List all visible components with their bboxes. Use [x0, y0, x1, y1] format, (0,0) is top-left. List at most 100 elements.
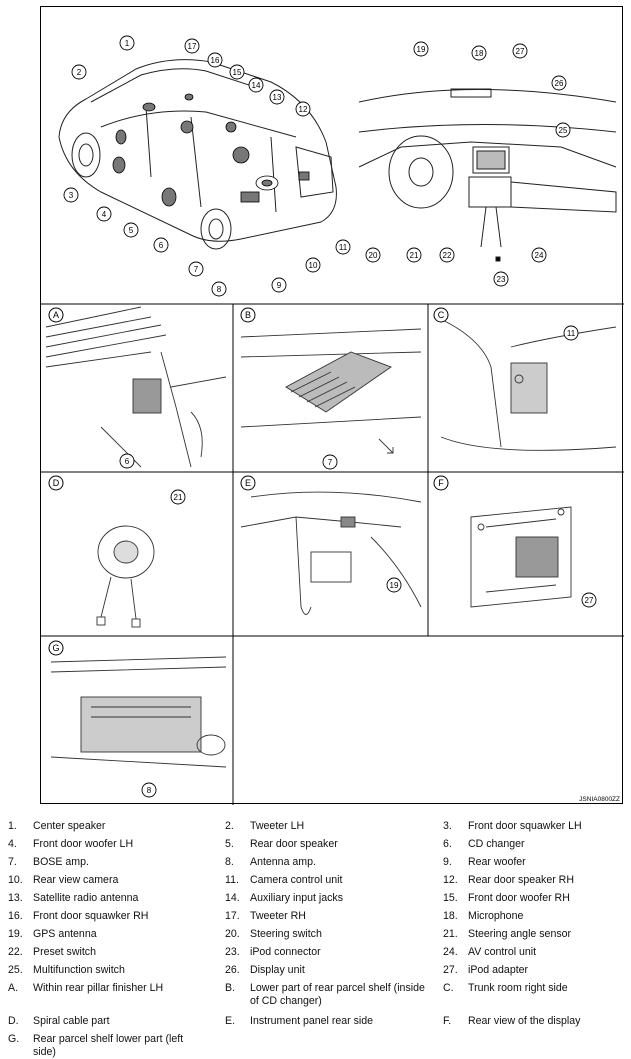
- callout-circle: [335, 239, 351, 255]
- legend-item-text: Front door squawker RH: [33, 910, 149, 922]
- legend-item-number: 2.: [225, 820, 234, 832]
- legend-item-number: 23.: [225, 946, 240, 958]
- panel-letter-c: C: [438, 310, 445, 320]
- callout-number: 14: [252, 81, 261, 90]
- callout-circle: [123, 222, 139, 238]
- legend-item-number: 5.: [225, 838, 234, 850]
- figure-code: JSNIA0800ZZ: [579, 796, 620, 803]
- callout-circle: [96, 206, 112, 222]
- callout-number: 26: [555, 79, 564, 88]
- callout-circle: [188, 261, 204, 277]
- callout-circle: [305, 257, 321, 273]
- panel-letter-b: B: [245, 310, 251, 320]
- legend-item-number: A.: [8, 982, 19, 994]
- callout-number: 17: [188, 42, 197, 51]
- callout-number: 8: [217, 285, 222, 294]
- legend-item-text: Steering angle sensor: [468, 928, 572, 940]
- callout-circle: [531, 247, 547, 263]
- callout-number: 23: [497, 275, 506, 284]
- legend-item-text: AV control unit: [468, 946, 537, 958]
- legend-item-text: Rear door speaker RH: [468, 874, 574, 886]
- callout-circle: [119, 35, 135, 51]
- callout-number: 8: [147, 786, 152, 795]
- legend-item-number: 9.: [443, 856, 452, 868]
- legend-item-text: Within rear pillar finisher LH: [33, 982, 164, 994]
- legend-item-text: Auxiliary input jacks: [250, 892, 344, 904]
- panel-a-drawing: [45, 306, 227, 468]
- panel-letter-a: A: [53, 310, 59, 320]
- callout-number: 4: [102, 210, 107, 219]
- callout-number: 19: [417, 45, 426, 54]
- callout-number: 15: [233, 68, 242, 77]
- legend-row: 7.BOSE amp.8.Antenna amp.9.Rear woofer: [8, 856, 623, 872]
- callout-circle: [386, 577, 402, 593]
- legend-item-number: 1.: [8, 820, 17, 832]
- callout-number: 22: [443, 251, 452, 260]
- legend-item-number: 18.: [443, 910, 458, 922]
- panel-label-e: E: [240, 475, 256, 491]
- callout-number: 21: [410, 251, 419, 260]
- car-overview-drawing: [58, 59, 337, 250]
- legend-item-text: Satellite radio antenna: [33, 892, 139, 904]
- callout-number: 25: [559, 126, 568, 135]
- callout-number: 1: [125, 39, 130, 48]
- panel-labels: A B C D E F G: [48, 307, 449, 656]
- callout-number: 2: [77, 68, 82, 77]
- callout-circle: [555, 122, 571, 138]
- legend-item-number: 12.: [443, 874, 458, 886]
- callout-number: 7: [328, 458, 333, 467]
- callout-circle: [493, 271, 509, 287]
- legend-item-text: Rear door speaker: [250, 838, 338, 850]
- legend-item-text: Front door squawker LH: [468, 820, 582, 832]
- callout-circle: [471, 45, 487, 61]
- legend-item-text: Camera control unit: [250, 874, 343, 886]
- legend-item-number: G.: [8, 1033, 20, 1045]
- legend-item-text: Microphone: [468, 910, 524, 922]
- legend-item-text: Tweeter RH: [250, 910, 306, 922]
- callout-circle: [71, 64, 87, 80]
- legend-item-number: 3.: [443, 820, 452, 832]
- legend-item-text: GPS antenna: [33, 928, 97, 940]
- panel-letter-e: E: [245, 478, 251, 488]
- callout-circle: [271, 277, 287, 293]
- legend-item-number: E.: [225, 1015, 236, 1027]
- callout-circle: [119, 453, 135, 469]
- legend-item-text: Tweeter LH: [250, 820, 305, 832]
- callout-number: 10: [309, 261, 318, 270]
- legend-item-text: Front door woofer RH: [468, 892, 570, 904]
- legend-item-number: 17.: [225, 910, 240, 922]
- panel-label-d: D: [48, 475, 64, 491]
- legend-item-text: Trunk room right side: [468, 982, 568, 994]
- panel-label-c: C: [433, 307, 449, 323]
- legend-item-number: 16.: [8, 910, 23, 922]
- callout-number: 12: [299, 105, 308, 114]
- legend-item-number: D.: [8, 1015, 19, 1027]
- legend-item-text: iPod adapter: [468, 964, 529, 976]
- callout-circle: [439, 247, 455, 263]
- legend-item-number: 13.: [8, 892, 23, 904]
- panel-g-drawing: [50, 656, 227, 768]
- legend-item-text: Rear view of the display: [468, 1015, 581, 1027]
- legend-item-text: CD changer: [468, 838, 525, 850]
- legend-item-number: 22.: [8, 946, 23, 958]
- callout-number: 24: [535, 251, 544, 260]
- legend-item-number: 4.: [8, 838, 17, 850]
- callout-circle: [211, 281, 227, 297]
- callout-circle: [365, 247, 381, 263]
- callout-circle: [551, 75, 567, 91]
- legend-item-text: Multifunction switch: [33, 964, 125, 976]
- legend-item-text: Rear parcel shelf lower part (left side): [33, 1033, 184, 1058]
- legend-item-number: B.: [225, 982, 236, 994]
- panel-label-g: G: [48, 640, 64, 656]
- legend-item-text: Instrument panel rear side: [250, 1015, 374, 1027]
- legend-item-number: 21.: [443, 928, 458, 940]
- callout-circle: [413, 41, 429, 57]
- legend-item-text: Steering switch: [250, 928, 322, 940]
